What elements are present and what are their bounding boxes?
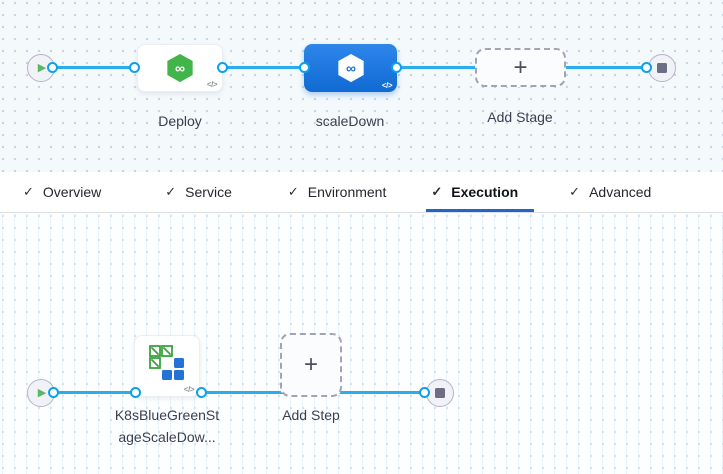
tab-environment[interactable]: ✓ Environment (288, 172, 387, 212)
step-node-k8s-bg-scaledown[interactable]: </> (134, 335, 200, 397)
step-label: K8sBlueGreenSt ageScaleDow... (97, 404, 237, 448)
step-label-line1: K8sBlueGreenSt (114, 407, 220, 423)
code-icon[interactable]: </> (183, 385, 195, 394)
add-stage-button[interactable]: + (475, 48, 566, 87)
harness-deploy-icon: ∞ (167, 53, 193, 83)
play-icon: ▶ (37, 61, 47, 74)
execution-graph-canvas[interactable]: ▶ </> K8sBlueG (0, 213, 723, 474)
stop-icon (657, 63, 667, 73)
code-icon[interactable]: </> (206, 80, 218, 89)
step-label-line2: ageScaleDow... (118, 429, 216, 445)
stage-config-tabs: ✓ Overview ✓ Service ✓ Environment ✓ Exe… (0, 172, 723, 213)
check-icon: ✓ (431, 184, 443, 199)
stage-node-scaledown[interactable]: ∞ </> (304, 44, 397, 92)
tab-execution[interactable]: ✓ Execution (426, 172, 534, 212)
edge-connector (419, 387, 430, 398)
stage-node-deploy[interactable]: ∞ </> (137, 44, 223, 92)
stop-icon (435, 388, 445, 398)
k8s-blue-green-scale-down-icon (149, 345, 184, 380)
stage-label: Deploy (158, 113, 202, 129)
pipeline-end-node (648, 54, 676, 82)
svg-text:∞: ∞ (345, 60, 355, 76)
edge-connector (130, 387, 141, 398)
tab-overview[interactable]: ✓ Overview (23, 172, 101, 212)
edge-connector (217, 62, 228, 73)
edge-connector (299, 62, 310, 73)
tab-label: Service (185, 184, 232, 200)
edge-line (54, 391, 136, 394)
stage-label: scaleDown (315, 113, 385, 129)
check-icon: ✓ (569, 184, 581, 199)
edge-connector (48, 387, 59, 398)
edge-line (223, 66, 305, 69)
play-icon: ▶ (37, 386, 47, 399)
svg-text:∞: ∞ (175, 60, 185, 76)
check-icon: ✓ (165, 184, 177, 199)
edge-connector (129, 62, 140, 73)
plus-icon: + (303, 351, 318, 378)
edge-connector (391, 62, 402, 73)
code-icon[interactable]: </> (381, 81, 393, 90)
check-icon: ✓ (23, 184, 34, 199)
plus-icon: + (513, 53, 528, 81)
tab-service[interactable]: ✓ Service (165, 172, 232, 212)
edge-connector (641, 62, 652, 73)
tab-label: Environment (307, 184, 387, 200)
stage-graph-canvas[interactable]: ▶ ∞ </> Deploy ∞ </> scaleDown (0, 0, 723, 172)
harness-deploy-icon: ∞ (337, 53, 364, 83)
edge-line (53, 66, 135, 69)
tab-label: Execution (451, 184, 519, 200)
tab-label: Overview (42, 184, 102, 200)
tab-advanced[interactable]: ✓ Advanced (569, 172, 651, 212)
add-stage-label: Add Stage (487, 109, 553, 125)
add-step-label: Add Step (282, 407, 340, 423)
add-step-button[interactable]: + (280, 333, 342, 397)
edge-connector (196, 387, 207, 398)
edge-connector (47, 62, 58, 73)
check-icon: ✓ (287, 184, 299, 199)
tab-label: Advanced (589, 184, 652, 200)
execution-end-node (426, 379, 454, 407)
